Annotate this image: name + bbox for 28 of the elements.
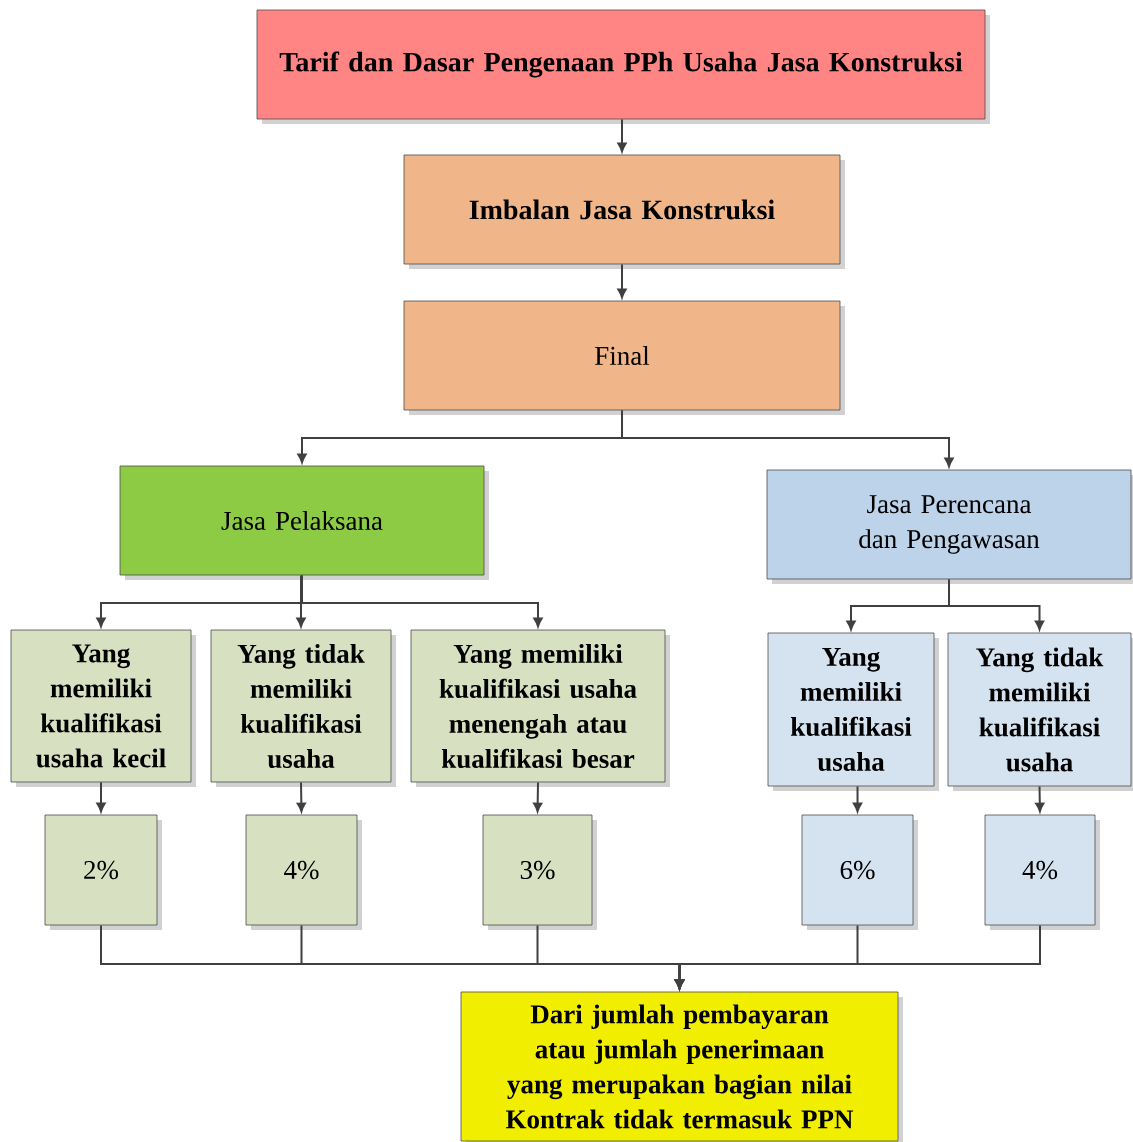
arrow <box>617 263 627 299</box>
process-box: Yang tidak memiliki kualifikasi usaha <box>947 632 1133 791</box>
process-box: Dari jumlah pembayaran atau jumlah penerimaan yang merupakan bagian nilai Kontrak tidak termasuk PPN <box>460 991 903 1142</box>
arrow <box>296 781 306 813</box>
process-box: Yang tidak memiliki kualifikasi usaha <box>210 629 396 787</box>
process-box: Final <box>403 300 845 415</box>
arrow <box>852 785 863 813</box>
process-box: 2% <box>44 814 162 930</box>
arrow <box>296 574 306 628</box>
title-box: Tarif dan Dasar Pengenaan PPh Usaha Jasa Konstruksi <box>256 9 990 124</box>
arrow <box>948 578 1045 631</box>
process-box: Yang memiliki kualifikasi usaha menengah atau kualifikasi besar <box>410 629 670 787</box>
arrow <box>96 781 106 813</box>
process-box: Jasa Pelaksana <box>119 465 489 580</box>
arrow <box>617 118 627 153</box>
arrow <box>301 574 543 628</box>
process-box: Imbalan Jasa Konstruksi <box>403 154 845 269</box>
process-box: Yang memiliki kualifikasi usaha <box>767 632 939 791</box>
process-box: 3% <box>482 814 597 930</box>
process-box: 6% <box>801 814 918 930</box>
arrow <box>533 781 543 813</box>
process-box: 4% <box>245 814 362 930</box>
process-box: 4% <box>984 814 1100 930</box>
arrow <box>1035 785 1045 813</box>
arrow <box>674 924 1041 990</box>
arrow <box>621 409 954 468</box>
process-box: Jasa Perencana dan Pengawasan <box>766 469 1133 584</box>
process-box: Yang memiliki kualifikasi usaha kecil <box>10 629 196 787</box>
